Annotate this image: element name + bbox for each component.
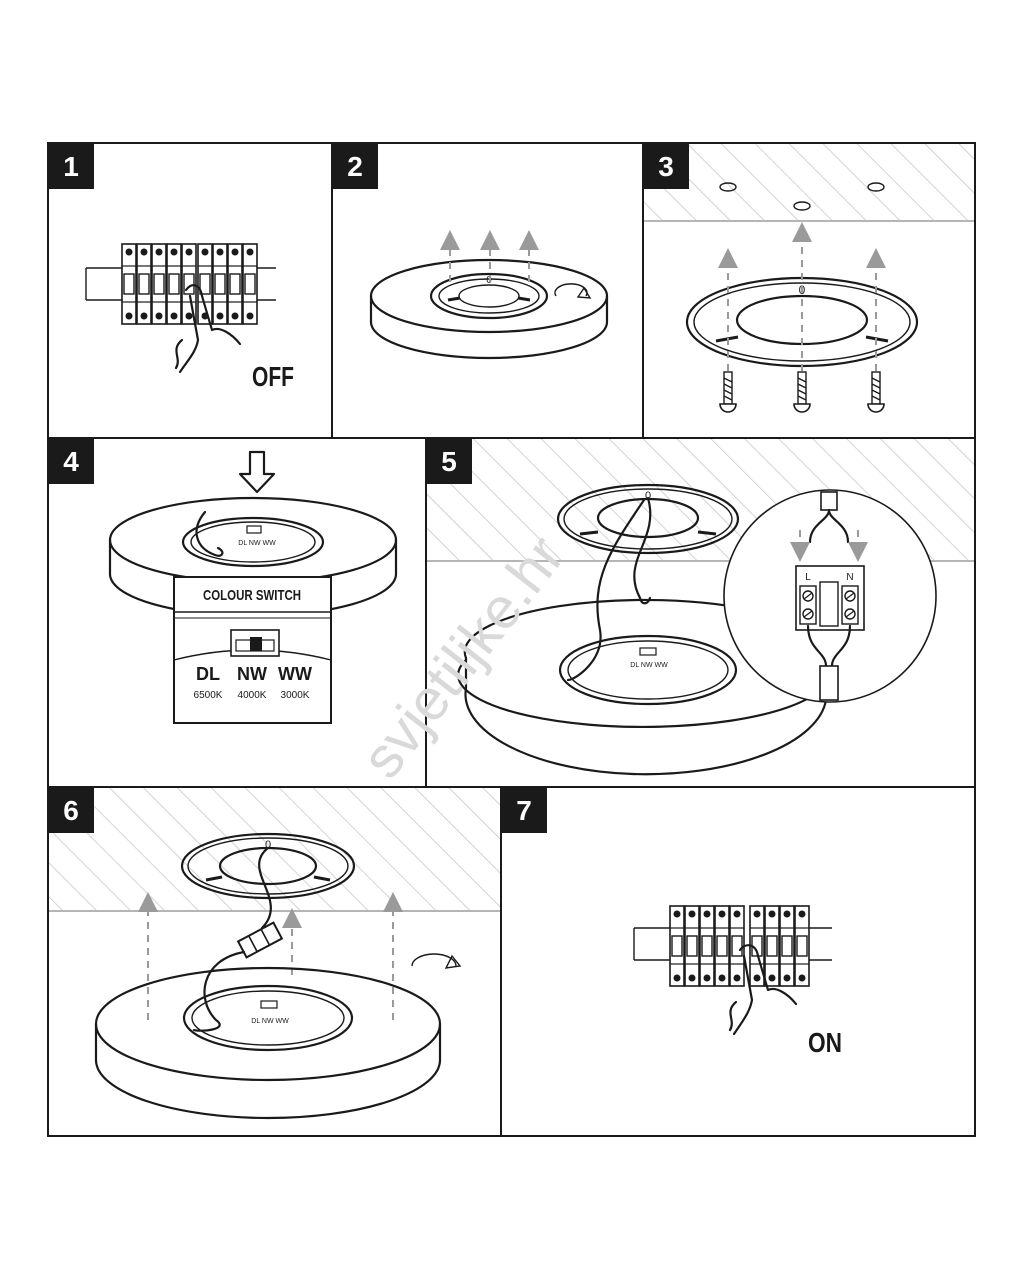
step-badge-6: 6 [48, 787, 94, 833]
rotate-arrow-icon [411, 953, 457, 967]
step-badges: 1 2 3 4 5 6 7 [48, 143, 689, 833]
step-number-4: 4 [63, 446, 79, 477]
wiring-live-label: L [805, 572, 811, 583]
svg-text:0: 0 [265, 839, 271, 851]
mode-dl-code: DL [196, 664, 220, 684]
step-1-caption: OFF [252, 361, 294, 392]
mode-ww-code: WW [278, 664, 312, 684]
colour-switch-title: COLOUR SWITCH [203, 587, 301, 604]
step-number-5: 5 [441, 446, 457, 477]
step-badge-7: 7 [501, 787, 547, 833]
step-5-wiring: 0 DL NW WW L N [457, 483, 937, 776]
step-4-colour-switch: DL NW WW COLOUR SWITCH DL NW WW 6500K 40… [108, 450, 398, 724]
wiring-neutral-label: N [846, 572, 853, 583]
step-7-breaker-panel: ON [633, 905, 842, 1058]
screw-icon [719, 371, 737, 413]
mode-ww-temp: 3000K [281, 690, 310, 701]
mode-nw-code: NW [237, 664, 267, 684]
step-badge-3: 3 [643, 143, 689, 189]
switch-label-small: DL NW WW [238, 540, 276, 547]
screw-icon [867, 371, 885, 413]
step-6-attach: 0 DL NW WW [94, 832, 462, 1120]
step-3-mounting: 0 [685, 182, 919, 413]
hand-icon [728, 944, 798, 1036]
step-badge-4: 4 [48, 438, 94, 484]
connector-icon [236, 921, 284, 959]
switch-label-small: DL NW WW [251, 1018, 289, 1025]
step-1-breaker-panel: OFF [85, 243, 294, 392]
hand-icon [174, 284, 242, 374]
step-number-7: 7 [516, 795, 532, 826]
step-number-6: 6 [63, 795, 79, 826]
step-number-2: 2 [347, 151, 363, 182]
step-badge-1: 1 [48, 143, 94, 189]
svg-text:0: 0 [645, 490, 651, 502]
step-badge-2: 2 [332, 143, 378, 189]
watermark: svjetiljke.hr [349, 524, 577, 790]
step-2-luminaire: 0 [369, 230, 609, 360]
step-number-3: 3 [658, 151, 674, 182]
panel-grid [47, 142, 976, 1137]
step-7-caption: ON [808, 1027, 842, 1058]
mode-dl-temp: 6500K [194, 690, 223, 701]
step-number-1: 1 [63, 151, 79, 182]
screw-icon [793, 371, 811, 413]
mode-nw-temp: 4000K [238, 690, 267, 701]
step-badge-5: 5 [426, 438, 472, 484]
ceiling-hatching [49, 144, 974, 912]
down-arrow-icon [238, 450, 276, 494]
switch-label-small: DL NW WW [630, 662, 668, 669]
